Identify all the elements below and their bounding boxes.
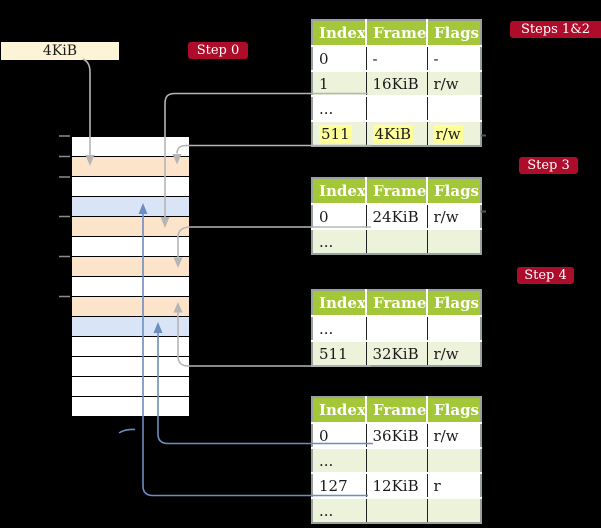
memory-row [71, 336, 190, 357]
memory-row [71, 196, 190, 217]
badge-steps-1-2: Steps 1&2 [510, 21, 601, 38]
memory-row [71, 176, 190, 197]
address-tick-marks [59, 135, 70, 298]
header-flags: Flags [427, 397, 481, 424]
table-header-row: Index Frame Flags [312, 20, 481, 47]
memory-row [71, 376, 190, 397]
memory-column [71, 136, 190, 417]
memory-row [71, 316, 190, 337]
table-row: 0 24KiB r/w [312, 203, 481, 229]
table-row: ... [312, 315, 481, 341]
table-row: 1 16KiB r/w [312, 70, 481, 96]
memory-row [71, 356, 190, 377]
header-flags: Flags [427, 20, 481, 47]
header-frame: Frame [366, 178, 428, 205]
table-row: ... [312, 497, 481, 523]
table-row: 0 - - [312, 45, 481, 71]
table-row: ... [312, 228, 481, 254]
header-flags: Flags [427, 290, 481, 317]
page-table-step-3: Index Frame Flags 0 24KiB r/w ... [311, 177, 482, 255]
memory-row [71, 396, 190, 417]
memory-row [71, 276, 190, 297]
highlighted-value: 4KiB [372, 124, 414, 143]
badge-step-4: Step 4 [517, 267, 574, 284]
header-frame: Frame [366, 397, 428, 424]
memory-row [71, 156, 190, 177]
table-row: 127 12KiB r [312, 472, 481, 498]
badge-step-3: Step 3 [519, 157, 578, 174]
table-row: 0 36KiB r/w [312, 422, 481, 448]
table-header-row: Index Frame Flags [312, 397, 481, 424]
table-header-row: Index Frame Flags [312, 290, 481, 317]
page-table-steps-1-2: Index Frame Flags 0 - - 1 16KiB r/w ... … [311, 19, 482, 147]
page-table-level-1: Index Frame Flags 0 36KiB r/w ... 127 12… [311, 396, 482, 524]
badge-step-0: Step 0 [188, 42, 248, 59]
header-index: Index [312, 397, 367, 424]
header-flags: Flags [427, 178, 481, 205]
memory-row [71, 216, 190, 237]
table-row: ... [312, 447, 481, 473]
table-row: 511 32KiB r/w [312, 340, 481, 366]
header-index: Index [312, 290, 367, 317]
table-row: ... [312, 95, 481, 121]
highlighted-value: r/w [433, 124, 463, 143]
page-table-step-4: Index Frame Flags ... 511 32KiB r/w [311, 289, 482, 367]
memory-row [71, 256, 190, 277]
header-index: Index [312, 178, 367, 205]
highlighted-value: 511 [319, 124, 352, 143]
header-index: Index [312, 20, 367, 47]
table-header-row: Index Frame Flags [312, 178, 481, 205]
header-frame: Frame [366, 20, 428, 47]
connector-fragment [118, 428, 136, 434]
frame-size-label: 4KiB [1, 42, 119, 60]
memory-row [71, 296, 190, 317]
memory-row [71, 236, 190, 257]
header-frame: Frame [366, 290, 428, 317]
table-row-highlighted: 511 4KiB r/w [312, 120, 481, 146]
memory-row [71, 136, 190, 157]
